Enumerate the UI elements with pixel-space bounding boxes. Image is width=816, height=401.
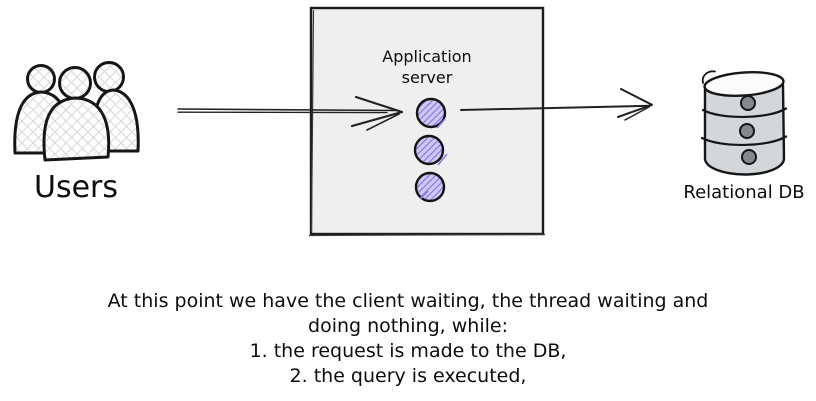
arrow-head-double xyxy=(366,113,400,131)
db-knob-2 xyxy=(739,123,755,139)
arrow-users-to-server xyxy=(177,95,404,131)
thread-icons xyxy=(413,97,448,203)
box-sketch-stroke xyxy=(308,9,546,237)
caption-line: 2. the query is executed, xyxy=(289,365,527,387)
db-band-1 xyxy=(701,107,788,119)
caption-line: doing nothing, while: xyxy=(308,315,508,337)
arrow-shaft xyxy=(460,104,651,111)
thread-circle-icon xyxy=(414,171,446,203)
arrow-head-double xyxy=(624,106,650,121)
caption-line: At this point we have the client waiting… xyxy=(107,290,709,312)
user-head-center xyxy=(58,66,92,100)
app-server-label-line2: server xyxy=(402,68,453,87)
db-top-sketch xyxy=(701,70,716,84)
arrow-head xyxy=(617,88,653,118)
app-server-label-line1: Application xyxy=(382,47,471,66)
caption-line: 1. the request is made to the DB, xyxy=(249,340,567,362)
db-top xyxy=(703,71,785,97)
user-head-left xyxy=(26,64,56,94)
thread-shadow-tick xyxy=(437,153,448,166)
thread-shadow-tick xyxy=(419,190,429,200)
user-head-right xyxy=(93,61,125,93)
arrow-server-to-db xyxy=(460,88,653,121)
users-group-icon xyxy=(13,61,140,162)
caption: At this point we have the client waiting… xyxy=(0,289,816,389)
db-knob-3 xyxy=(741,149,757,165)
thread-circle xyxy=(413,134,445,166)
users-label: Users xyxy=(34,170,118,205)
thread-circle xyxy=(415,97,447,129)
db-label: Relational DB xyxy=(683,182,804,203)
db-knob-1 xyxy=(740,95,756,111)
arrow-shaft xyxy=(177,108,400,112)
thread-shadow-tick xyxy=(436,118,446,129)
thread-circle-icon xyxy=(415,97,447,129)
user-body-center xyxy=(42,96,111,162)
db-band-2 xyxy=(700,135,788,147)
arrow-head xyxy=(350,95,404,128)
thread-circle-icon xyxy=(413,134,448,166)
thread-circle xyxy=(414,171,446,203)
database-cylinder-icon xyxy=(700,70,788,176)
